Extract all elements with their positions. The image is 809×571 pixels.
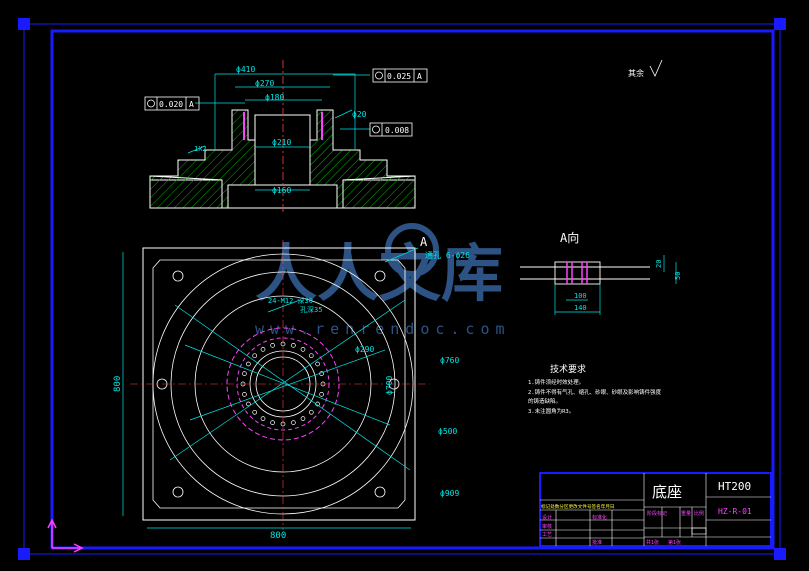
tb-weight: 重量 — [681, 510, 691, 517]
tech-item: 的铸造缺陷。 — [528, 397, 561, 405]
thread-hole — [291, 343, 296, 348]
concentricity-icon — [147, 99, 155, 108]
title-block: 底座 HT200 HZ-R-01 标记处数分区更改文件号签名年月日 设计 标准化… — [539, 472, 772, 547]
dim-d500: ϕ500 — [438, 427, 457, 436]
view-a-d20: 20 — [655, 260, 663, 268]
dim-d700: ϕ700 — [385, 376, 394, 395]
dim-d290: ϕ290 — [355, 345, 374, 354]
dim-width: 800 — [270, 531, 286, 541]
drawing-frame — [18, 18, 786, 560]
thread-hole — [300, 347, 306, 352]
thread-hole — [270, 343, 275, 348]
corner-grip-bl[interactable] — [18, 548, 30, 560]
tolerance-frame-left: 0.020 A — [144, 96, 200, 111]
roughness-icon — [649, 59, 663, 77]
corner-grip-tl[interactable] — [18, 18, 30, 30]
through-hole-label: 通孔 6-ϕ26 — [425, 250, 470, 260]
tech-title: 技术要求 — [550, 363, 586, 375]
tol-top-datum: A — [417, 72, 422, 81]
thread-hole — [252, 409, 258, 415]
tol-left-value: 0.020 — [159, 100, 183, 109]
view-a-d100: 100 — [574, 292, 587, 300]
tolerance-frame-top: 0.025 A — [372, 68, 428, 83]
section-view: ϕ410 ϕ270 ϕ180 ϕ210 ϕ160 ϕ20 1X2 0.025 A… — [144, 60, 428, 215]
concentricity-icon — [375, 71, 383, 80]
datum-a-label: A — [420, 235, 428, 249]
dim-d180: ϕ180 — [265, 93, 284, 102]
dim-d410: ϕ410 — [236, 65, 255, 74]
tech-item: 1.铸件须经时效处理。 — [528, 378, 584, 386]
hole-depth-label: 孔深35 — [300, 305, 322, 314]
thread-hole — [260, 416, 266, 421]
dim-d160: ϕ160 — [272, 186, 291, 195]
view-a-d50: 50 — [674, 272, 682, 280]
thread-hole — [242, 392, 247, 397]
thread-hole — [246, 361, 251, 367]
roughness-label: 其余 — [628, 68, 644, 78]
ucs-icon — [47, 518, 84, 553]
tol-right-value: 0.008 — [385, 126, 409, 135]
dim-chamfer: 1X2 — [194, 145, 207, 153]
tol-top-value: 0.025 — [387, 72, 411, 81]
tol-left-datum: A — [189, 100, 194, 109]
roughness-note: 其余 — [628, 59, 663, 78]
tb-scale: 比例 — [694, 510, 704, 517]
tech-requirements: 技术要求 1.铸件须经时效处理。 2.铸件不得有气孔、缩孔、砂眼、砂眼及影响铸件… — [528, 363, 662, 415]
tech-item: 3.未注圆角为R3。 — [528, 407, 574, 415]
tb-process: 工艺 — [542, 532, 552, 538]
tb-standard: 标准化 — [592, 514, 607, 521]
thread-hole — [260, 347, 266, 352]
dim-height: 800 — [113, 376, 123, 392]
thread-hole — [319, 392, 324, 397]
tb-sheet: 第1张 — [668, 539, 681, 546]
thread-hole — [308, 409, 314, 415]
plan-view: A 通孔 6-ϕ26 24-M12 深30 孔深35 ϕ290 ϕ760 ϕ70… — [113, 235, 470, 541]
dim-d20: ϕ20 — [352, 110, 367, 119]
material: HT200 — [718, 480, 751, 493]
thread-hole — [315, 361, 320, 367]
view-a-title: A向 — [560, 230, 579, 245]
tolerance-frame-right: 0.008 — [369, 122, 413, 137]
tech-item: 2.铸件不得有气孔、缩孔、砂眼、砂眼及影响铸件强度 — [528, 388, 662, 396]
tb-mark: 标记处数分区更改文件号签名年月日 — [541, 503, 615, 510]
thread-hole — [291, 420, 296, 425]
watermark-text: 人人文库 — [255, 237, 503, 310]
part-name: 底座 — [652, 483, 682, 501]
thread-hole — [252, 353, 258, 359]
dim-d909: ϕ909 — [440, 489, 459, 498]
thread-hole — [270, 420, 275, 425]
tb-review: 审核 — [542, 523, 552, 530]
corner-grip-br[interactable] — [774, 548, 786, 560]
thread-hole — [242, 371, 247, 376]
dim-d210: ϕ210 — [272, 138, 291, 147]
drawing-number: HZ-R-01 — [718, 507, 752, 516]
thread-hole — [308, 353, 314, 359]
dim-d270: ϕ270 — [255, 79, 274, 88]
dim-d760: ϕ760 — [440, 356, 459, 365]
thread-hole — [300, 416, 306, 421]
watermark: 人人文库 www.renrendoc.com — [255, 223, 511, 338]
circularity-icon — [372, 125, 380, 134]
view-a-d140: 140 — [574, 304, 587, 312]
tb-design: 设计 — [542, 514, 552, 521]
thread-hole — [246, 401, 251, 407]
watermark-url: www.renrendoc.com — [255, 320, 511, 338]
tb-approve: 批准 — [592, 539, 602, 546]
corner-grip-tr[interactable] — [774, 18, 786, 30]
tb-sheets: 共1张 — [646, 539, 659, 546]
view-a: A向 100 140 20 50 — [520, 230, 682, 315]
thread-label: 24-M12 深30 — [268, 296, 313, 305]
tb-stage: 阶段标记 — [647, 510, 667, 517]
